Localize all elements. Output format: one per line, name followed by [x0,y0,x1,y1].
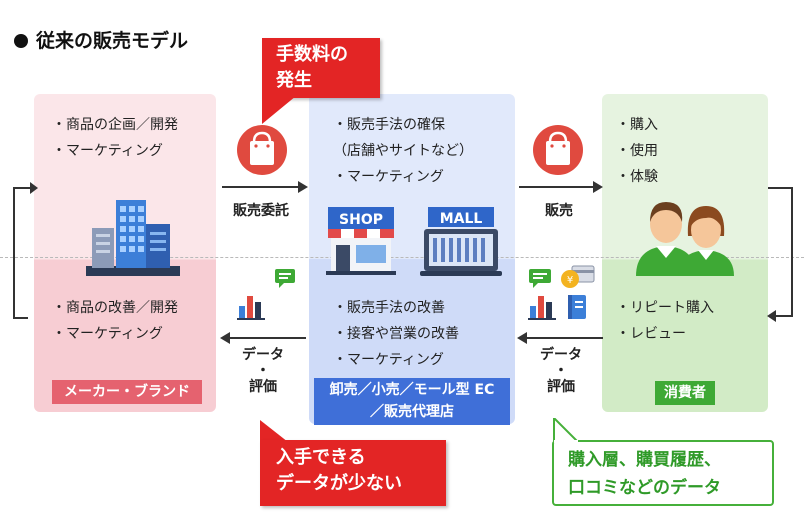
retailer-top-list: ・販売手法の確保 （店舗やサイトなど） ・マーケティング [333,112,473,190]
data-eval-label-right: データ ・ 評価 [524,347,598,395]
data-label-text: データ [242,347,284,363]
bar-chart-icon [528,296,556,320]
list-item: ・商品の改善／開発 [52,300,178,316]
fee-callout-line1: 手数料の [276,44,348,65]
notebook-icon [568,295,586,319]
retailer-label-line2: ／販売代理店 [370,404,454,420]
bullet-dot [14,34,28,48]
people-icon [636,202,734,276]
list-item: ・リピート購入 [616,300,714,316]
list-item: ・マーケティング [52,326,163,342]
shopping-bag-icon [237,125,287,175]
retailer-label-line1: 卸売／小売／モール型 EC [329,382,495,398]
consumer-top-list: ・購入 ・使用 ・体験 [616,112,658,190]
green-callout-line1: 購入層、購買履歴、 [568,450,721,470]
list-item: ・購入 [616,117,658,133]
data-eval-label-left: データ ・ 評価 [226,347,300,395]
data-arrow-right [517,332,603,344]
payment-icon: ¥ [561,265,595,288]
list-item: ・使用 [616,143,658,159]
eval-label-text: 評価 [249,379,277,395]
green-callout-tail [553,418,582,444]
data-label-text: データ [540,347,582,363]
little-data-line2: データが少ない [276,473,402,494]
little-data-callout: 入手できる データが少ない [260,440,446,506]
list-item: ・マーケティング [333,169,444,185]
list-item: ・販売手法の改善 [333,300,445,316]
consumer-label: 消費者 [655,381,715,405]
chat-icon [529,269,551,288]
little-data-line1: 入手できる [276,447,366,468]
sell-label: 販売 [545,203,573,219]
consign-arrow [222,181,308,193]
page-title: 従来の販売モデル [14,26,188,53]
list-item: ・接客や営業の改善 [333,326,459,342]
list-item: ・体験 [616,169,658,185]
office-building-icon [86,200,180,276]
list-item: ・商品の企画／開発 [52,117,178,133]
data-label-dot: ・ [554,363,568,379]
chat-icon [275,269,295,288]
list-item: ・マーケティング [52,143,163,159]
green-data-callout: 購入層、購買履歴、 口コミなどのデータ [552,440,774,506]
shopping-bag-icon [533,125,583,175]
feedback-loop-right [767,187,793,322]
list-item: ・販売手法の確保 [333,117,445,133]
shop-icon: SHOP [326,207,396,275]
green-callout-line2: 口コミなどのデータ [568,478,721,498]
list-item: ・マーケティング [333,352,444,368]
bar-chart-icon [237,296,265,320]
data-arrow-left [220,332,306,344]
data-label-dot: ・ [256,363,270,379]
feedback-loop-left [13,182,38,319]
eval-label-text: 評価 [547,379,575,395]
divider-dashed-line [0,257,804,258]
mall-sign-text: MALL [440,211,483,227]
maker-bottom-list: ・商品の改善／開発 ・マーケティング [52,295,178,347]
fee-callout-tail [262,96,296,124]
sell-arrow [519,181,603,193]
page-title-text: 従来の販売モデル [36,30,189,52]
maker-top-list: ・商品の企画／開発 ・マーケティング [52,112,178,164]
tail-join-cover [554,440,578,443]
list-item: （店舗やサイトなど） [333,143,473,159]
svg-text:¥: ¥ [567,275,573,286]
shop-sign-text: SHOP [339,212,383,228]
maker-label: メーカー・ブランド [52,380,202,404]
list-item: ・レビュー [616,326,686,342]
data-callout-tail [260,420,288,442]
fee-callout: 手数料の 発生 [262,38,380,98]
fee-callout-line2: 発生 [276,70,312,91]
consumer-bottom-list: ・リピート購入 ・レビュー [616,295,714,347]
mall-icon: MALL [420,207,502,276]
retailer-bottom-list: ・販売手法の改善 ・接客や営業の改善 ・マーケティング [333,295,459,373]
consign-label: 販売委託 [233,203,289,219]
retailer-label: 卸売／小売／モール型 EC ／販売代理店 [314,378,510,425]
